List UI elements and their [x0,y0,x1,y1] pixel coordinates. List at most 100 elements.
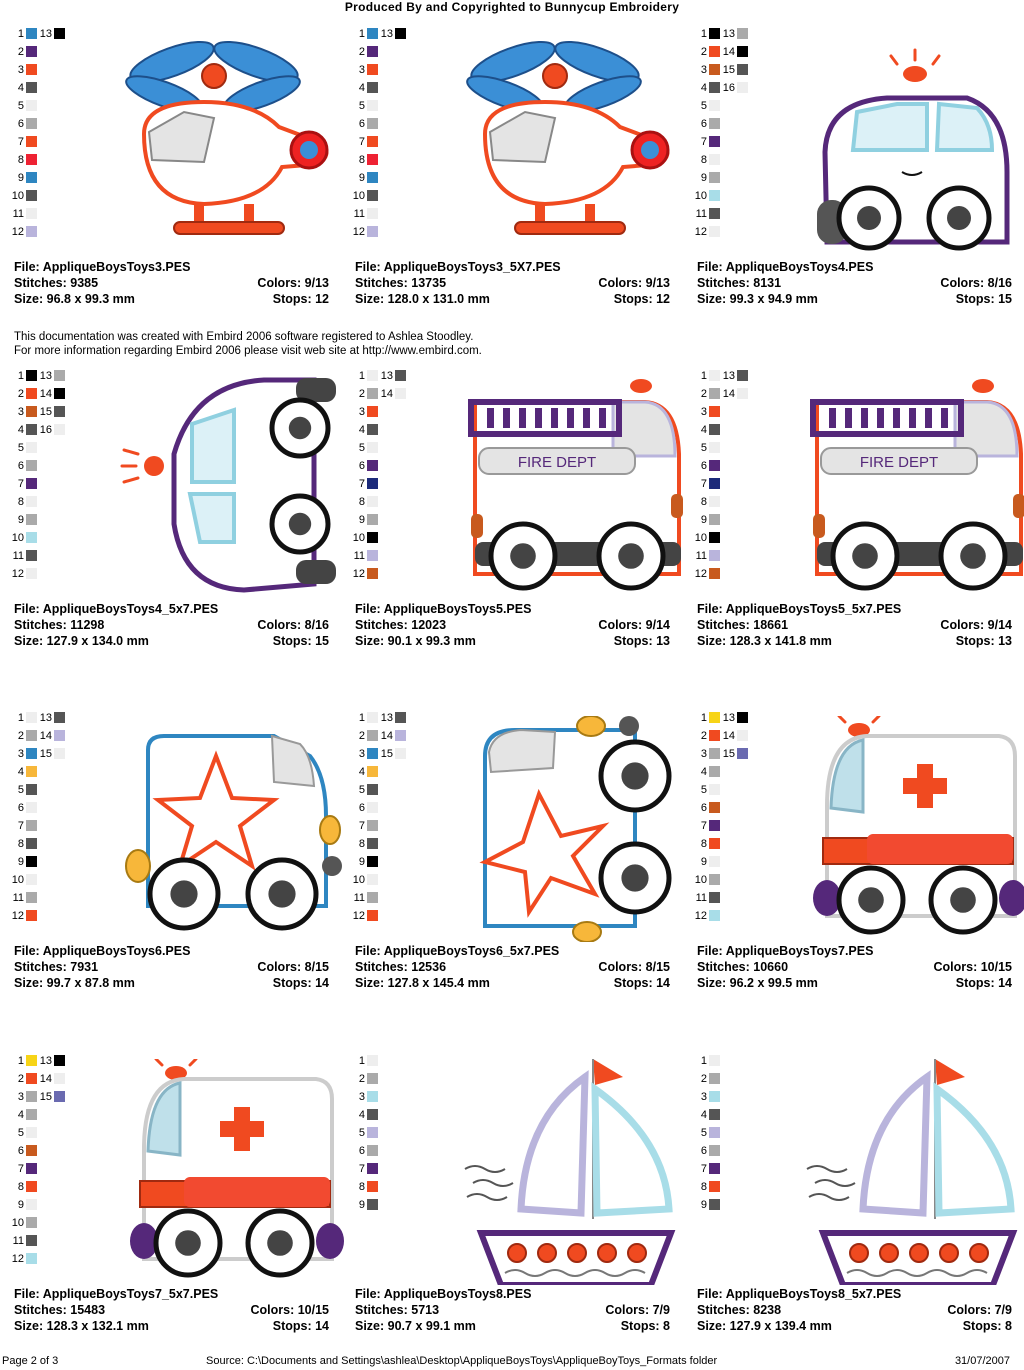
swatch-color [54,28,65,39]
swatch-number: 4 [358,424,365,436]
file-name: File: AppliqueBoysToys4_5x7.PES [14,602,219,616]
swatch-number: 1 [17,712,24,724]
swatch-number: 5 [700,442,707,454]
swatch-number: 12 [352,568,365,580]
swatch-number: 2 [700,1073,707,1085]
swatch-number: 3 [358,64,365,76]
swatch-color [54,1091,65,1102]
swatch-number: 8 [17,1181,24,1193]
swatch-number: 4 [700,82,707,94]
stitch-count: Stitches: 15483 [14,1303,106,1317]
swatch-number: 12 [694,568,707,580]
file-name: File: AppliqueBoysToys5.PES [355,602,532,616]
swatch-number: 9 [700,1199,707,1211]
swatch-color [709,1163,720,1174]
swatch-number: 2 [17,1073,24,1085]
swatch-number: 1 [700,1055,707,1067]
swatch-color [54,370,65,381]
swatch-number: 5 [17,442,24,454]
swatch-color [709,46,720,57]
swatch-color [26,514,37,525]
swatch-number: 2 [358,46,365,58]
swatch-color [395,28,406,39]
swatch-number: 3 [700,748,707,760]
swatch-color [26,712,37,723]
swatch-number: 12 [694,910,707,922]
swatch-number: 12 [352,910,365,922]
info-note-line-2: For more information regarding Embird 20… [14,345,482,357]
file-name: File: AppliqueBoysToys7_5x7.PES [14,1287,219,1301]
swatch-color [367,712,378,723]
swatch-number: 8 [358,1181,365,1193]
file-info: File: AppliqueBoysToys5.PES Stitches: 12… [355,601,670,649]
stitch-count: Stitches: 12536 [355,960,447,974]
stop-count: Stops: 15 [955,292,1012,306]
color-count: Colors: 8/15 [257,960,329,974]
swatch-color [26,1217,37,1228]
swatch-number: 12 [11,568,24,580]
swatch-color [367,892,378,903]
swatch-number: 3 [358,1091,365,1103]
swatch-color [26,28,37,39]
swatch-color [26,64,37,75]
stop-count: Stops: 15 [272,634,329,648]
file-info: File: AppliqueBoysToys8_5x7.PES Stitches… [697,1286,1012,1334]
swatch-color [367,766,378,777]
swatch-color [709,28,720,39]
swatch-color [26,1109,37,1120]
fire-dept-label: FIRE DEPT [518,454,596,471]
swatch-number: 2 [700,388,707,400]
stop-count: Stops: 12 [613,292,670,306]
swatch-color [737,388,748,399]
color-count: Colors: 10/15 [933,960,1012,974]
swatch-color [26,1091,37,1102]
swatch-number: 2 [17,46,24,58]
swatch-number: 14 [39,730,52,742]
swatch-color [367,532,378,543]
swatch-color [709,1073,720,1084]
stitch-count: Stitches: 7931 [14,960,99,974]
swatch-color [367,1091,378,1102]
swatch-number: 5 [700,784,707,796]
swatch-color [26,838,37,849]
swatch-color [367,424,378,435]
swatch-color [26,1055,37,1066]
swatch-color [709,784,720,795]
swatch-number: 3 [358,406,365,418]
swatch-number: 9 [17,856,24,868]
swatch-color [367,1109,378,1120]
design-size: Size: 128.3 x 132.1 mm [14,1319,149,1333]
swatch-color [54,730,65,741]
swatch-color [737,82,748,93]
swatch-color [395,388,406,399]
swatch-color [54,712,65,723]
swatch-number: 4 [17,766,24,778]
swatch-number: 5 [358,442,365,454]
swatch-number: 2 [700,730,707,742]
swatch-number: 3 [700,1091,707,1103]
design-size: Size: 90.1 x 99.3 mm [355,634,476,648]
swatch-number: 8 [17,838,24,850]
swatch-color [54,388,65,399]
source-path: Source: C:\Documents and Settings\ashlea… [206,1355,718,1367]
swatch-number: 13 [722,370,735,382]
swatch-color [367,208,378,219]
swatch-color [395,748,406,759]
swatch-color [26,460,37,471]
swatch-color [367,388,378,399]
swatch-number: 7 [700,1163,707,1175]
color-count: Colors: 9/13 [598,276,670,290]
swatch-number: 7 [17,136,24,148]
swatch-number: 11 [695,892,707,904]
stop-count: Stops: 8 [962,1319,1012,1333]
swatch-number: 2 [358,730,365,742]
stop-count: Stops: 13 [955,634,1012,648]
swatch-number: 14 [380,388,393,400]
swatch-color [26,1181,37,1192]
swatch-number: 3 [17,64,24,76]
swatch-color [709,172,720,183]
swatch-number: 10 [694,532,707,544]
